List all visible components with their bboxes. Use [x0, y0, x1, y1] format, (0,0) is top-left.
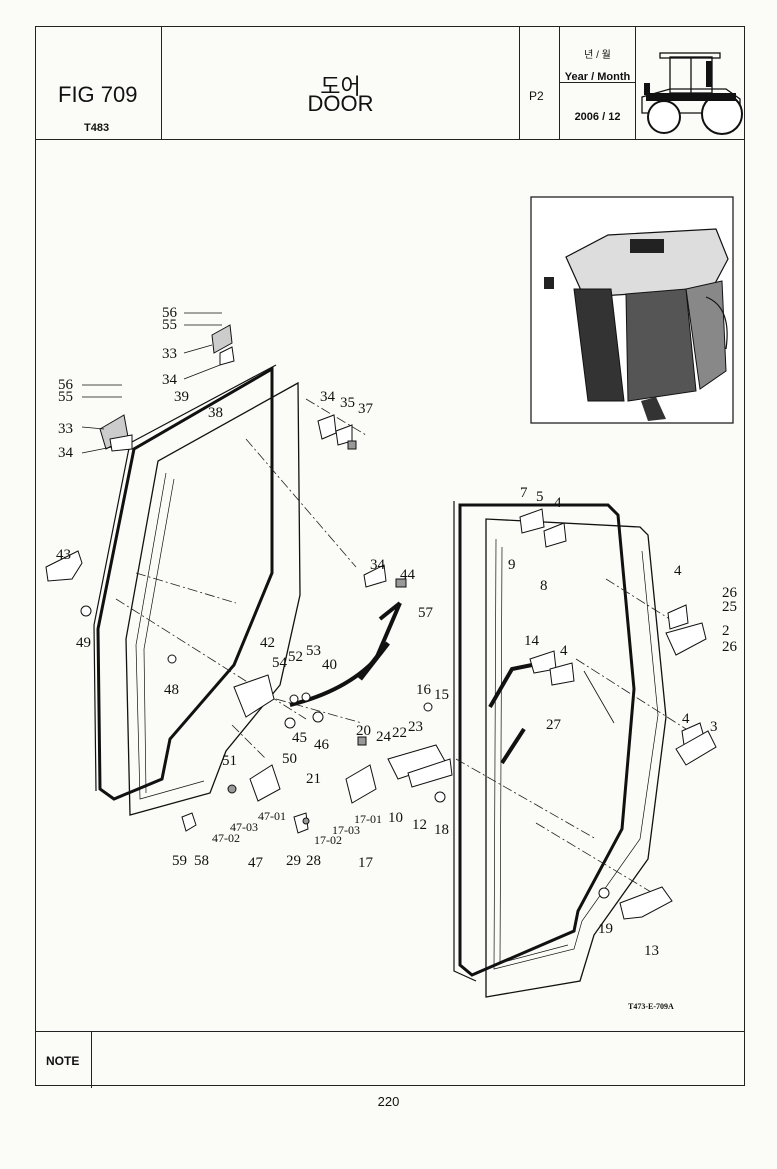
callout-35: 35: [340, 395, 355, 411]
title-cell: 도어 DOOR: [162, 27, 520, 139]
callout-4: 4: [554, 495, 562, 511]
callout-33: 33: [162, 346, 177, 362]
figure-number: FIG 709: [58, 82, 138, 107]
callout-40: 40: [322, 657, 337, 673]
callout-5: 5: [536, 489, 544, 505]
callout-26: 26: [722, 585, 738, 601]
leader-lines: [81, 312, 615, 724]
callout-29: 29: [286, 853, 301, 869]
callout-25: 25: [722, 599, 737, 615]
callout-17-02: 17-02: [314, 833, 342, 847]
callout-7: 7: [520, 485, 528, 501]
callout-28: 28: [306, 853, 321, 869]
callout-27: 27: [546, 717, 562, 733]
callout-57: 57: [418, 605, 434, 621]
model-code: T483: [84, 122, 110, 134]
year-month-korean: 년 / 월: [584, 50, 611, 61]
callout-55: 55: [162, 317, 177, 333]
page-label: P2: [529, 89, 544, 103]
callout-24: 24: [376, 729, 392, 745]
callout-17-03: 17-03: [332, 823, 360, 837]
callout-52: 52: [288, 649, 303, 665]
callout-51: 51: [222, 753, 237, 769]
year-month-english: Year / Month: [564, 71, 631, 83]
callout-49: 49: [76, 635, 91, 651]
callout-34: 34: [320, 389, 336, 405]
callout-39: 39: [174, 389, 189, 405]
callout-59: 59: [172, 853, 187, 869]
date-caption: 년 / 월 Year / Month: [560, 27, 635, 83]
assembly-lines: [115, 398, 687, 902]
callout-48: 48: [164, 682, 179, 698]
exploded-view: 56 55 33 34 56 55 39 38 33 34 34 35 37 4…: [36, 139, 746, 1031]
tractor-icon: [641, 52, 743, 135]
title-korean: 도어: [320, 74, 361, 99]
callout-10: 10: [388, 810, 403, 826]
callout-3: 3: [710, 719, 718, 735]
callout-38: 38: [208, 405, 223, 421]
callout-labels: 56 55 33 34 56 55 39 38 33 34 34 35 37 4…: [56, 305, 738, 1011]
callout-16: 16: [416, 682, 432, 698]
callout-44: 44: [400, 567, 416, 583]
callout-54: 54: [272, 655, 288, 671]
door-parts-diagram: 56 55 33 34 56 55 39 38 33 34 34 35 37 4…: [45, 196, 738, 1011]
callout-17-01: 17-01: [354, 812, 382, 826]
callout-34: 34: [370, 557, 386, 573]
callout-4: 4: [560, 643, 568, 659]
callout-2: 2: [722, 623, 730, 639]
callout-42: 42: [260, 635, 275, 651]
title-block: FIG 709 T483 도어 DOOR P2 년 / 월 Year / Mon…: [36, 27, 744, 140]
callout-56: 56: [58, 377, 74, 393]
callout-4: 4: [682, 711, 690, 727]
hardware-parts: [45, 324, 717, 920]
callout-58: 58: [194, 853, 209, 869]
drawing-code: T473-E-709A: [628, 1002, 674, 1011]
callout-14: 14: [524, 633, 540, 649]
callout-43: 43: [56, 547, 71, 563]
callout-23: 23: [408, 719, 423, 735]
note-label-cell: NOTE: [36, 1032, 92, 1088]
note-row: NOTE: [36, 1031, 744, 1088]
callout-33: 33: [58, 421, 73, 437]
callout-56: 56: [162, 305, 178, 321]
revision-date: 2006 / 12: [574, 111, 621, 123]
title-english: DOOR: [307, 91, 374, 116]
callout-37: 37: [358, 401, 374, 417]
figure-cell: FIG 709 T483: [36, 27, 162, 139]
callout-9: 9: [508, 557, 516, 573]
page-cell: P2: [520, 27, 560, 139]
callout-47: 47: [248, 855, 264, 871]
callout-53: 53: [306, 643, 321, 659]
callout-19: 19: [598, 921, 613, 937]
cab-reference-image: [530, 196, 734, 424]
callout-12: 12: [412, 817, 427, 833]
callout-34: 34: [58, 445, 74, 461]
callout-47-03: 47-03: [230, 820, 258, 834]
callout-18: 18: [434, 822, 449, 838]
right-door-panels: [453, 501, 667, 998]
callout-50: 50: [282, 751, 297, 767]
callout-45: 45: [292, 730, 307, 746]
left-door-panels: [93, 364, 301, 816]
callout-17: 17: [358, 855, 374, 871]
callout-22: 22: [392, 725, 407, 741]
callout-21: 21: [306, 771, 321, 787]
callout-13: 13: [644, 943, 659, 959]
callout-47-01: 47-01: [258, 809, 286, 823]
callout-47-02: 47-02: [212, 831, 240, 845]
date-cell: 년 / 월 Year / Month 2006 / 12: [560, 27, 636, 139]
callout-20: 20: [356, 723, 371, 739]
callout-55: 55: [58, 389, 73, 405]
callout-8: 8: [540, 578, 548, 594]
callout-26: 26: [722, 639, 738, 655]
callout-15: 15: [434, 687, 449, 703]
page-number: 220: [377, 1094, 400, 1109]
callout-4: 4: [674, 563, 682, 579]
tractor-thumbnail: [636, 27, 746, 139]
parts-sheet: FIG 709 T483 도어 DOOR P2 년 / 월 Year / Mon…: [35, 26, 746, 1088]
note-label: NOTE: [46, 1054, 80, 1068]
callout-46: 46: [314, 737, 330, 753]
callout-34: 34: [162, 372, 178, 388]
